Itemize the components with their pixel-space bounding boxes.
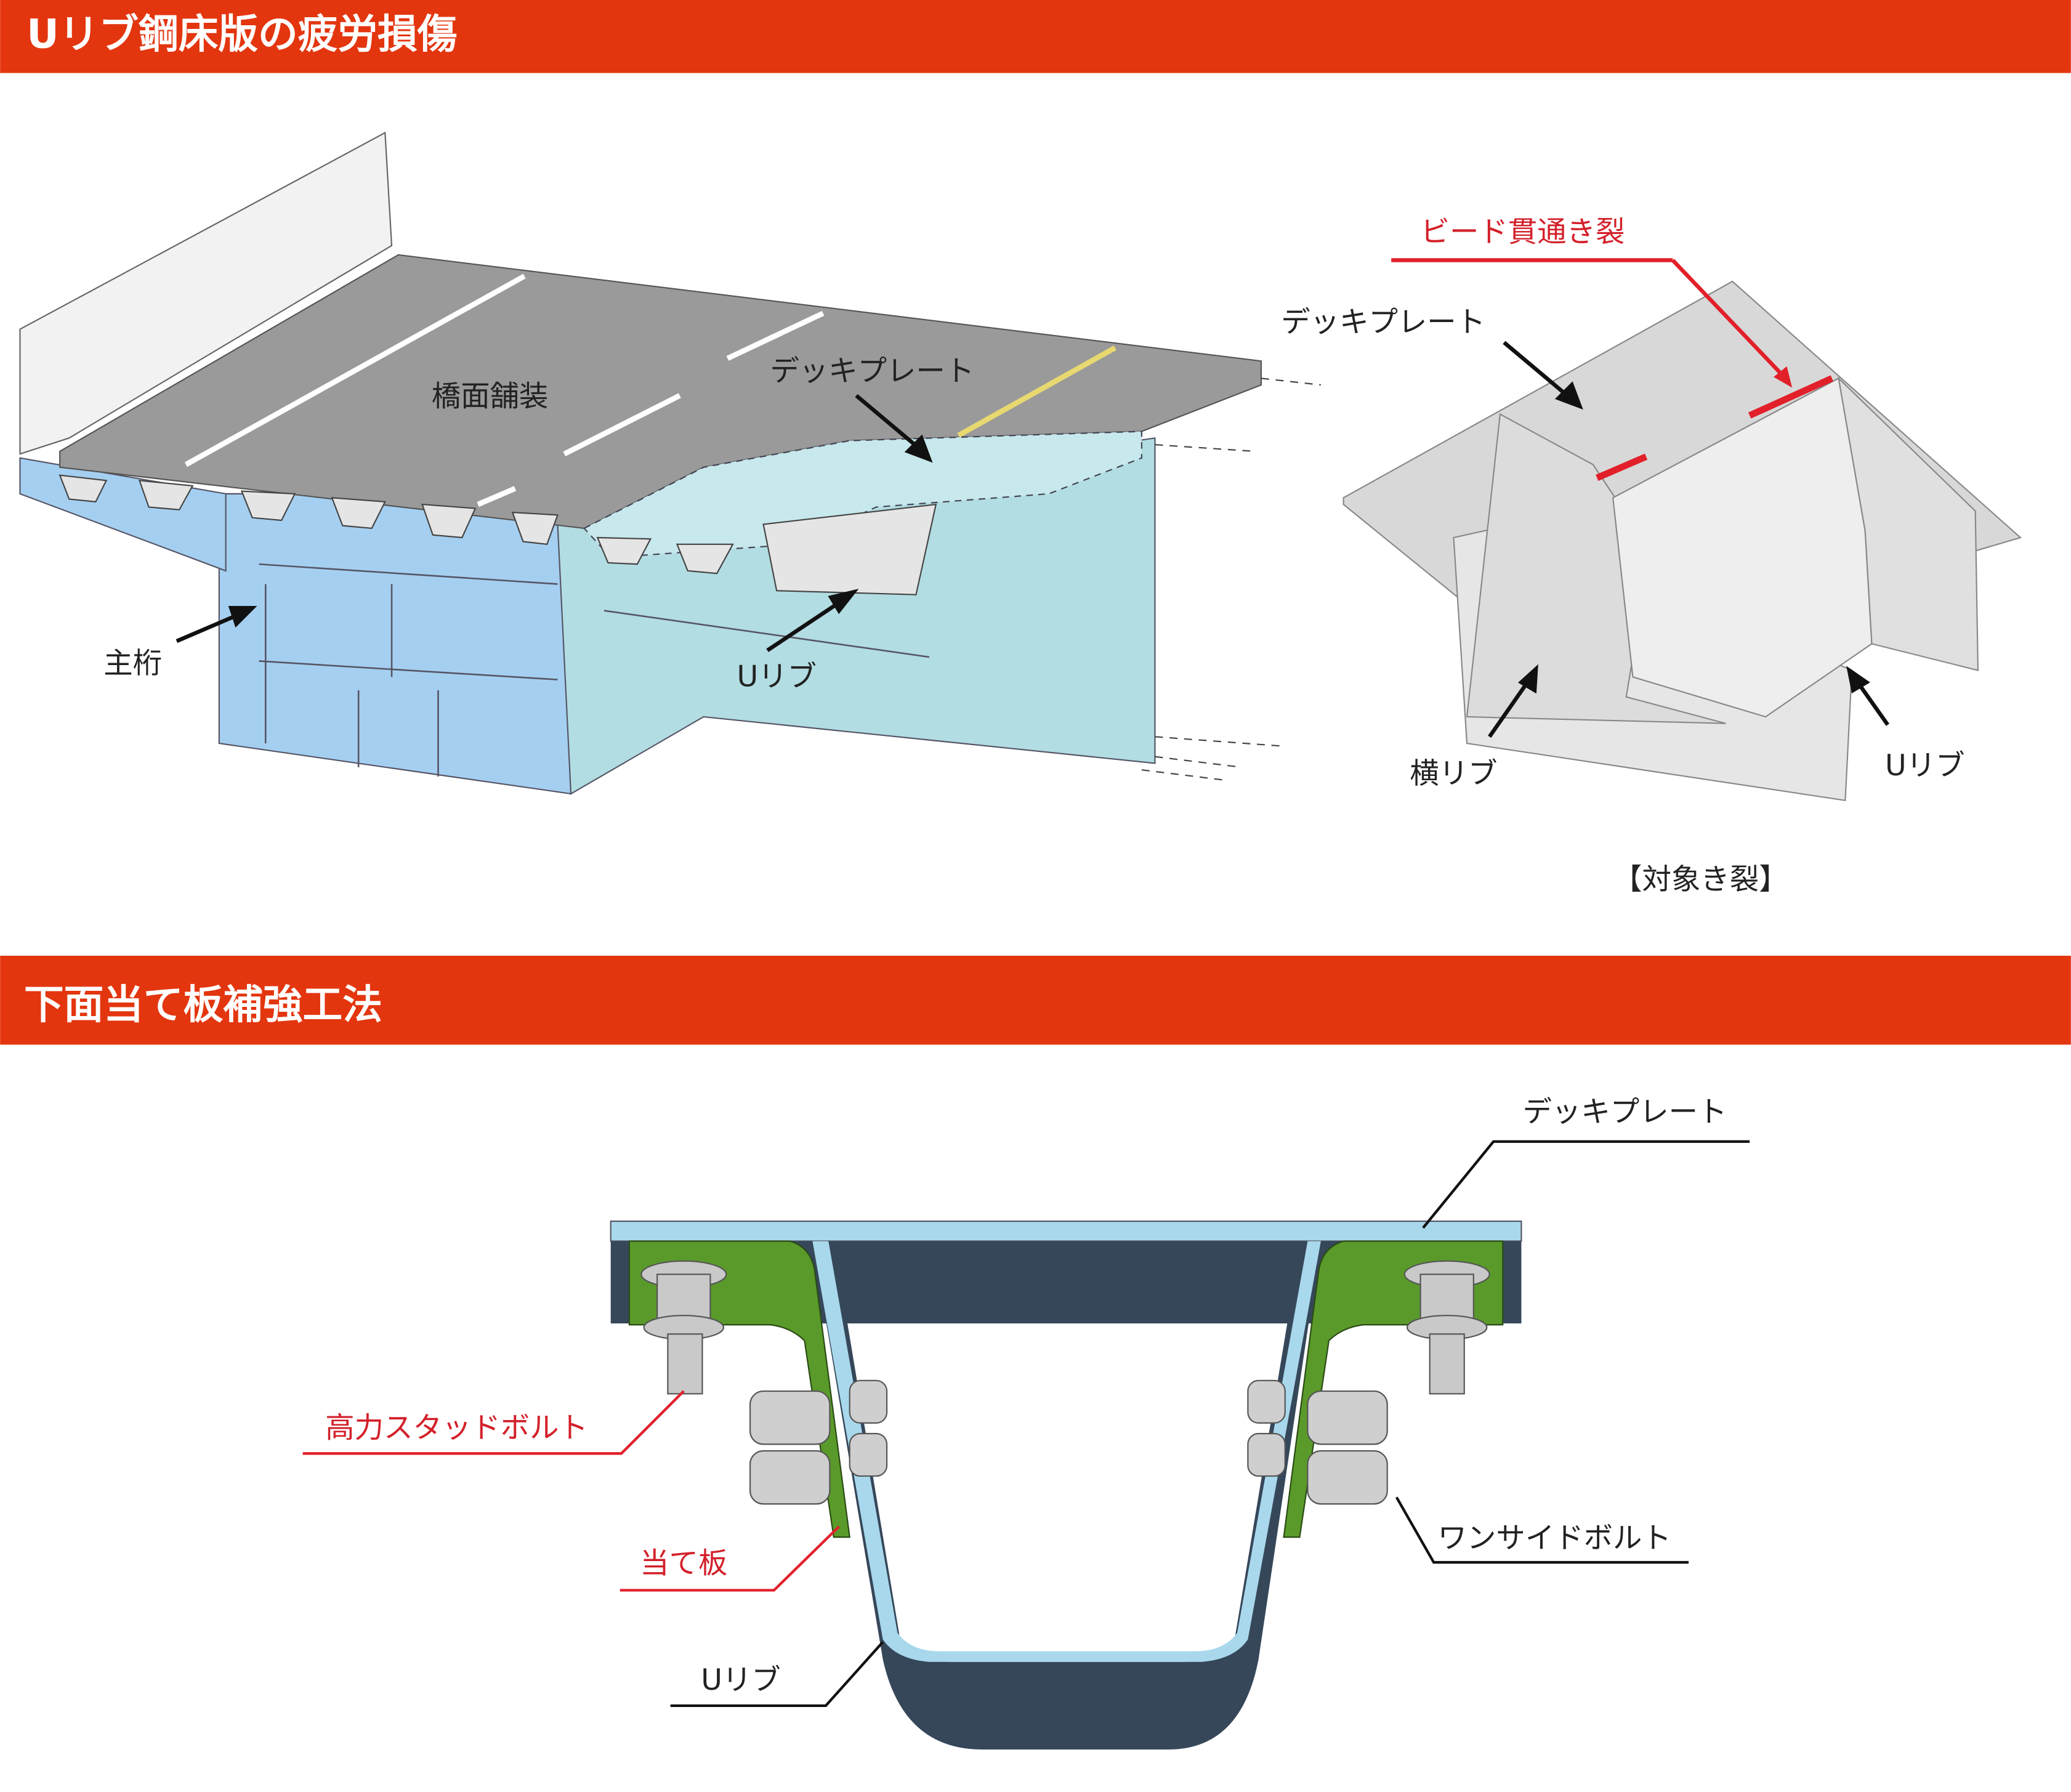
parapet <box>19 131 393 455</box>
crack-marks <box>1596 375 1834 481</box>
detail-cross-rib-face <box>1466 413 1726 724</box>
label-pavement: 橋面舗装 <box>432 380 549 414</box>
label-detail-u-rib: Uリブ <box>1885 749 1965 783</box>
lane-markings <box>184 273 825 507</box>
detail-u-rib-side <box>1837 376 1979 671</box>
label-cross-rib: 横リブ <box>1410 757 1497 791</box>
label-patch-plate: 当て板 <box>640 1546 727 1580</box>
red-leaders <box>302 1390 840 1592</box>
label-section-deck-plate: デッキプレート <box>1523 1095 1727 1129</box>
leader-arrows <box>176 394 933 652</box>
section-title: Uリブ鋼床版の疲労損傷 <box>26 12 457 58</box>
label-main-girder: 主桁 <box>103 647 162 680</box>
detail-leader-arrows <box>1488 341 1890 738</box>
crack-leader <box>1671 259 1787 380</box>
deck-plate-top <box>610 1221 1522 1242</box>
crack-detail-illustration: ビード貫通き裂 デッキプレート 横リブ Uリブ 【対象き裂】 <box>1281 215 2022 897</box>
main-girder-front <box>218 493 572 795</box>
label-detail-deck-plate: デッキプレート <box>1281 305 1485 339</box>
girder-stiffeners <box>259 563 930 777</box>
crack-arrowhead <box>1773 366 1793 388</box>
section-header-fatigue: Uリブ鋼床版の疲労損傷 <box>0 0 2071 73</box>
reinforcement-cross-section: デッキプレート 高力スタッドボルト 当て板 Uリブ ワンサイドボルト <box>302 1095 1750 1750</box>
one-side-bolts <box>749 1379 1388 1505</box>
section-title: 下面当て板補強工法 <box>24 982 382 1028</box>
stud-bolts <box>640 1260 1490 1395</box>
header-bar <box>0 956 2071 1045</box>
label-u-rib: Uリブ <box>737 660 817 693</box>
cross-section-leaders <box>670 1140 1750 1708</box>
label-stud-bolt: 高力スタッドボルト <box>325 1411 588 1445</box>
dashed-continuation-lines <box>1141 377 1322 781</box>
centerline <box>957 345 1116 438</box>
bridge-deck-illustration: 橋面舗装 デッキプレート 主桁 Uリブ <box>19 131 1322 795</box>
label-bead-crack: ビード貫通き裂 <box>1421 215 1625 249</box>
header-bar <box>0 0 2071 73</box>
label-deck-plate: デッキプレート <box>770 355 974 389</box>
u-ribs <box>59 474 937 595</box>
label-section-u-rib: Uリブ <box>701 1663 781 1697</box>
section-header-reinforcement: 下面当て板補強工法 <box>0 956 2071 1045</box>
label-one-side-bolt: ワンサイドボルト <box>1438 1521 1671 1555</box>
detail-caption: 【対象き裂】 <box>1613 863 1788 897</box>
